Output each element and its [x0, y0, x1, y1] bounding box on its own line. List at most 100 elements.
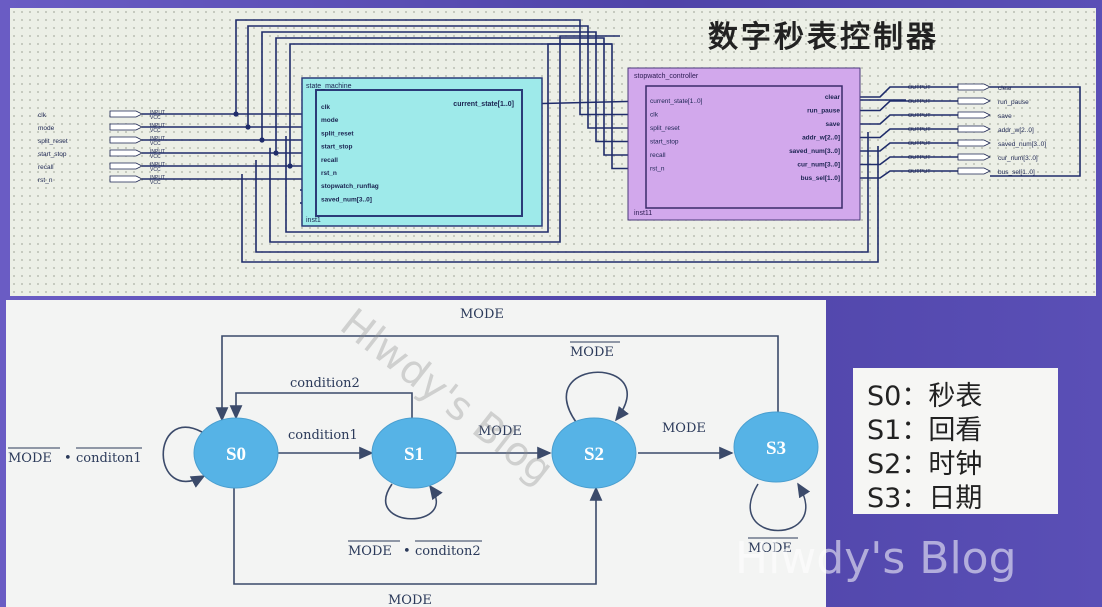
schematic-panel	[10, 8, 1096, 296]
state-machine-port-start_stop: start_stop	[321, 144, 352, 151]
wire-junction	[245, 124, 251, 130]
input-pin-symbol	[109, 149, 143, 157]
state-label-s0: S0	[226, 444, 246, 465]
legend-s2: S2：时钟	[867, 449, 983, 480]
output-pin-clear: clear	[998, 85, 1013, 92]
input-pin-split_reset: split_reset	[38, 138, 68, 145]
wire	[269, 35, 620, 243]
output-pin-symbol	[957, 97, 991, 105]
legend-s0: S0：秒表	[867, 381, 983, 412]
input-pin-rst_n: rst_n	[38, 177, 53, 184]
input-pin-symbol	[109, 162, 143, 170]
wire	[842, 114, 958, 125]
state-machine-port-recall: recall	[321, 157, 338, 164]
wire	[842, 100, 958, 112]
self-loop-s1	[384, 483, 443, 520]
vcc-tag: VCC	[150, 167, 161, 173]
output-pin-symbol	[957, 111, 991, 119]
state-machine-block: state_machine inst1 current_state[1..0] …	[301, 77, 543, 227]
wire	[842, 142, 958, 152]
controller-instance: inst11	[634, 210, 652, 217]
output-pin-addr_w[2..0]: addr_w[2..0]	[998, 127, 1034, 134]
edge-s1-s0-condition2	[229, 392, 413, 420]
wire	[255, 132, 869, 253]
output-pin-symbol	[957, 153, 991, 161]
label-s1-self-cond: conditon2	[415, 544, 481, 559]
input-pin-clk: clk	[38, 112, 47, 119]
wire-junction	[287, 163, 293, 169]
self-loop-s3	[749, 482, 811, 532]
state-label-s3: S3	[766, 438, 786, 459]
label-s0-self-mode: MODE	[8, 451, 52, 466]
controller-port-in-current_state[1..0]: current_state[1..0]	[650, 98, 703, 105]
output-pin-run_pause: run_pause	[998, 99, 1029, 106]
state-s1	[371, 417, 457, 489]
input-tag: INPUT	[150, 162, 165, 168]
state-machine-port-out: current_state[1..0]	[453, 101, 514, 108]
vcc-tag: VCC	[150, 141, 161, 147]
input-pin-start_stop: start_stop	[38, 151, 67, 158]
label-condition2: condition2	[290, 376, 360, 391]
input-pin-symbol	[109, 123, 143, 131]
controller-port-in-split_reset: split_reset	[650, 125, 680, 132]
label-s1-self-mode: MODE	[348, 544, 392, 559]
output-pin-saved_num[3..0]: saved_num[3..0]	[998, 141, 1046, 148]
output-pin-symbol	[957, 125, 991, 133]
wire	[842, 170, 958, 179]
input-tag: INPUT	[150, 123, 165, 129]
label-s2-self-mode: MODE	[570, 345, 614, 360]
wire	[842, 156, 958, 166]
controller-port-out-run_pause: run_pause	[807, 108, 840, 115]
output-tag: OUTPUT	[908, 85, 931, 91]
controller-port-out-clear: clear	[825, 94, 841, 101]
controller-name: stopwatch_controller	[634, 73, 699, 80]
output-pin-bus_sel[1..0]: bus_sel[1..0]	[998, 169, 1035, 176]
state-machine-port-rst_n: rst_n	[321, 170, 337, 177]
input-pin-symbol	[109, 136, 143, 144]
output-pin-symbol	[957, 139, 991, 147]
self-loop-s0	[162, 426, 206, 488]
output-tag: OUTPUT	[908, 127, 931, 133]
output-pin-symbol	[957, 83, 991, 91]
controller-port-in-rst_n: rst_n	[650, 166, 665, 173]
input-pin-symbol	[109, 175, 143, 183]
output-tag: OUTPUT	[908, 169, 931, 175]
controller-block: stopwatch_controller inst11 current_stat…	[627, 67, 861, 221]
label-s1-self-dot: •	[403, 544, 411, 559]
state-machine-port-clk: clk	[321, 104, 330, 111]
controller-port-out-bus_sel[1..0]: bus_sel[1..0]	[801, 175, 840, 182]
self-loop-s2	[565, 371, 629, 423]
wire	[241, 146, 879, 263]
vcc-tag: VCC	[150, 154, 161, 160]
controller-port-out-addr_w[2..0]: addr_w[2..0]	[802, 135, 840, 142]
output-tag: OUTPUT	[908, 99, 931, 105]
output-pin-cur_num[3..0]: cur_num[3..0]	[998, 155, 1038, 162]
wire	[235, 19, 646, 116]
label-mode-s1-s2: MODE	[478, 424, 522, 439]
controller-port-in-recall: recall	[650, 152, 666, 159]
edge-s0-s2	[233, 486, 603, 585]
label-mode-bottom: MODE	[388, 593, 432, 607]
input-tag: INPUT	[150, 149, 165, 155]
input-pin-mode: mode	[38, 125, 55, 132]
state-machine-instance: inst1	[306, 217, 321, 224]
state-s0	[193, 417, 279, 489]
output-pin-save: save	[998, 113, 1012, 120]
state-machine-name: state_machine	[306, 83, 352, 90]
state-machine-port-stopwatch_runflag: stopwatch_runflag	[321, 183, 379, 190]
controller-port-out-cur_num[3..0]: cur_num[3..0]	[797, 162, 840, 169]
output-tag: OUTPUT	[908, 155, 931, 161]
state-machine-port-saved_num[3..0]: saved_num[3..0]	[321, 196, 372, 203]
wire	[842, 86, 958, 98]
state-legend: S0：秒表 S1：回看 S2：时钟 S3：日期	[853, 368, 1058, 514]
label-s3-self-mode: MODE	[748, 541, 792, 556]
wire-junction	[233, 111, 239, 117]
label-condition1: condition1	[288, 428, 358, 443]
controller-port-out-save: save	[826, 121, 841, 128]
state-label-s1: S1	[404, 444, 424, 465]
label-mode-s2-s3: MODE	[662, 421, 706, 436]
wire	[842, 128, 958, 139]
controller-port-in-start_stop: start_stop	[650, 139, 679, 146]
